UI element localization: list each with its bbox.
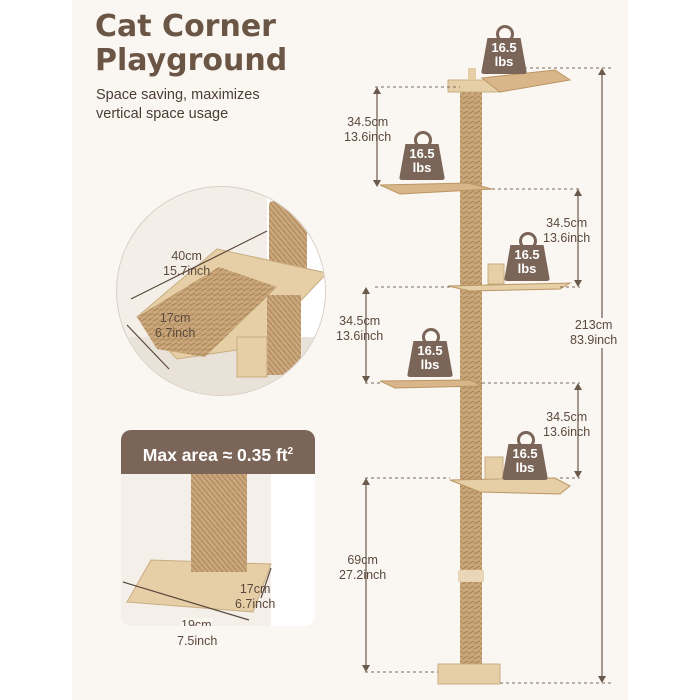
page-title: Cat Corner Playground xyxy=(95,10,287,78)
arrow-heads xyxy=(362,68,606,683)
platform-4 xyxy=(379,379,483,389)
title-line-1: Cat Corner xyxy=(95,9,276,44)
sisal-pole xyxy=(460,84,482,674)
subtitle: Space saving, maximizes vertical space u… xyxy=(96,87,260,122)
platform-3 xyxy=(447,282,572,292)
weight-icon xyxy=(502,444,548,480)
weight-icon xyxy=(407,341,453,377)
dim-base-width: 19cm xyxy=(181,618,212,626)
platform-detail-illustration xyxy=(117,187,325,395)
platform-5-stopper xyxy=(484,456,504,480)
weight-icon xyxy=(504,245,550,281)
dim-base-width-inch: 7.5inch xyxy=(177,634,218,648)
title-line-2: Playground xyxy=(95,43,288,78)
platform-3-stopper xyxy=(487,263,505,285)
top-platform xyxy=(480,69,572,93)
weight-icon xyxy=(399,144,445,180)
dimension-guides xyxy=(365,67,612,684)
pole-joint xyxy=(458,570,484,582)
base-detail-illustration xyxy=(122,474,315,626)
dimension-arrows xyxy=(365,70,603,681)
top-stopper xyxy=(468,68,476,80)
max-area-header: Max area ≈ 0.35 ft2 xyxy=(121,430,315,474)
platform-dim-arrows xyxy=(126,230,268,370)
base-plate xyxy=(437,663,501,685)
weight-icon xyxy=(481,38,527,74)
